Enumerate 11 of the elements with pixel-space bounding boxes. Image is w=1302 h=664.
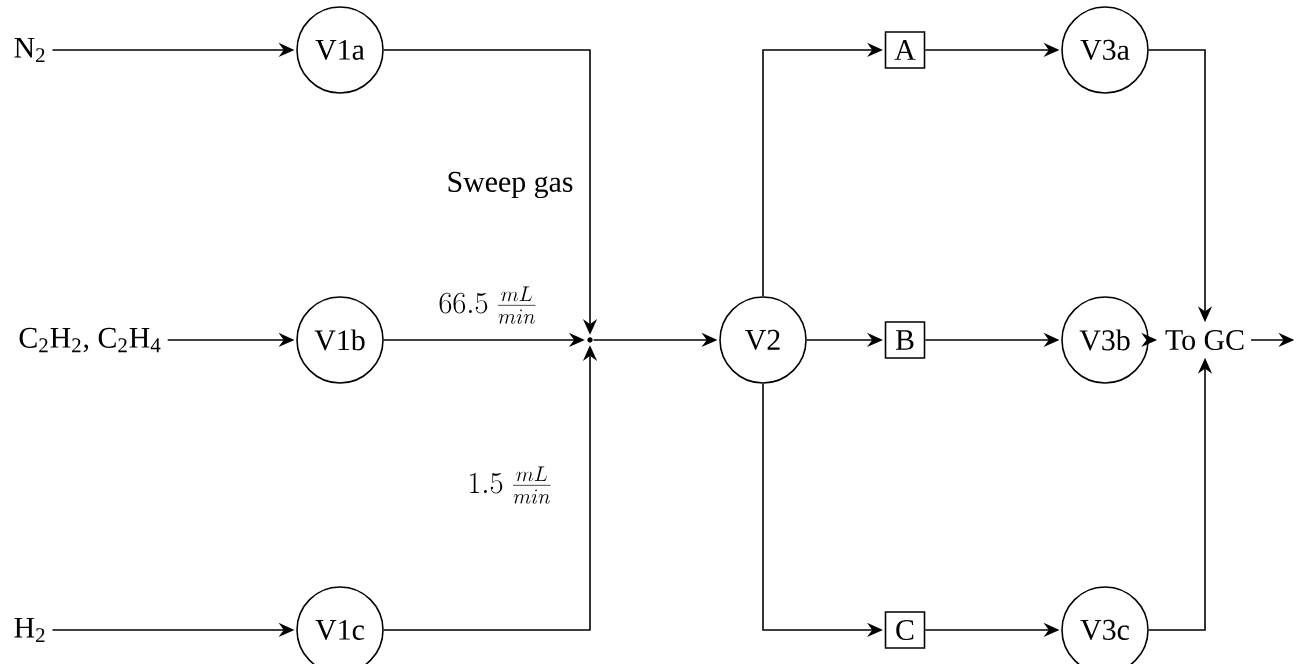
edge-label: $1.5\ \frac{mL}{min}$	[465, 464, 555, 506]
edge-label: $66.5\ \frac{mL}{min}$	[436, 284, 540, 326]
reactor-box: A	[884, 31, 926, 69]
stream-label: C$_{2}$H$_{2}$, C$_{2}$H$_{4}$	[19, 327, 161, 353]
stream-label: H$_{2}$	[14, 617, 45, 643]
reactor-box: C	[884, 611, 926, 649]
stream-label: To GC	[1165, 329, 1244, 351]
junction-point	[587, 337, 593, 343]
stream-label: N$_{2}$	[14, 37, 45, 63]
edge-label: Sweep gas	[444, 170, 576, 200]
reactor-box: B	[884, 321, 926, 359]
